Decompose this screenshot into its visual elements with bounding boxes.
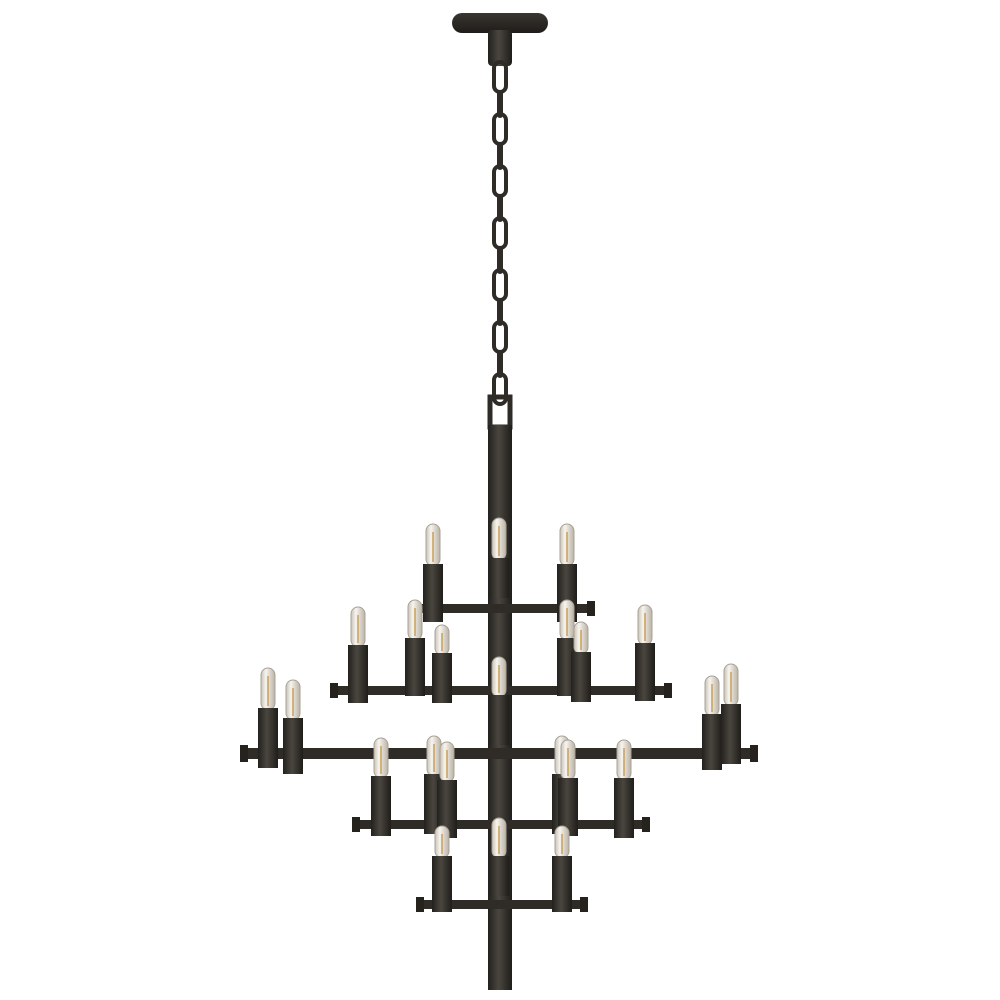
candle-light [371, 737, 391, 836]
chain-link [497, 298, 503, 326]
candle-socket [437, 780, 457, 838]
chandelier-arm [240, 748, 758, 759]
candle-light [405, 599, 425, 696]
candle-light [552, 825, 572, 912]
chain-link [492, 372, 508, 406]
chain-link [497, 90, 503, 118]
candle-socket [571, 652, 591, 702]
candle-light [432, 825, 452, 912]
candle-socket [432, 856, 452, 912]
arm-end-cap [240, 745, 248, 762]
chain-link [497, 350, 503, 378]
arm-end-cap [580, 897, 588, 912]
arm-end-cap [330, 683, 338, 698]
candle-light [437, 741, 457, 838]
arm-end-cap [416, 897, 424, 912]
candle-light [423, 523, 443, 622]
candle-socket [489, 856, 509, 896]
chain-link [492, 112, 508, 146]
candle-light [571, 621, 591, 702]
candle-socket [558, 778, 578, 836]
chain-link [497, 246, 503, 274]
candle-light [489, 817, 509, 896]
candle-light [635, 604, 655, 701]
candle-socket [432, 653, 452, 703]
chandelier-arm [416, 900, 588, 909]
candle-sockets [258, 517, 741, 912]
chain-link [492, 216, 508, 250]
arm-end-cap [352, 817, 360, 832]
candle-socket [721, 704, 741, 764]
candle-socket [614, 778, 634, 838]
candle-socket [702, 714, 722, 770]
chain-link [497, 194, 503, 222]
arm-end-cap [642, 817, 650, 832]
candle-light [283, 679, 303, 774]
chain-link [492, 320, 508, 354]
chain-link [492, 268, 508, 302]
candle-light [614, 739, 634, 838]
candle-light [432, 624, 452, 703]
arm-end-cap [750, 745, 758, 762]
candle-light [721, 663, 741, 764]
candle-light [558, 739, 578, 836]
candle-light [489, 517, 509, 598]
chain-link [492, 60, 508, 94]
candle-socket [405, 638, 425, 696]
candle-light [702, 675, 722, 770]
candle-socket [489, 695, 509, 745]
candle-socket [283, 718, 303, 774]
arm-end-cap [664, 683, 672, 698]
candle-socket [423, 564, 443, 622]
candle-light [489, 656, 509, 745]
hanging-chain [492, 60, 508, 406]
chain-link [497, 142, 503, 170]
candle-socket [258, 708, 278, 768]
chain-link [492, 164, 508, 198]
candle-light [348, 606, 368, 703]
candle-socket [348, 645, 368, 703]
candle-socket [489, 558, 509, 598]
ceiling-canopy [452, 13, 548, 66]
arm-end-cap [587, 601, 595, 616]
candle-socket [371, 776, 391, 836]
candle-socket [552, 856, 572, 912]
chandelier-arm [410, 604, 595, 613]
candle-socket [635, 643, 655, 701]
candle-light [258, 667, 278, 768]
